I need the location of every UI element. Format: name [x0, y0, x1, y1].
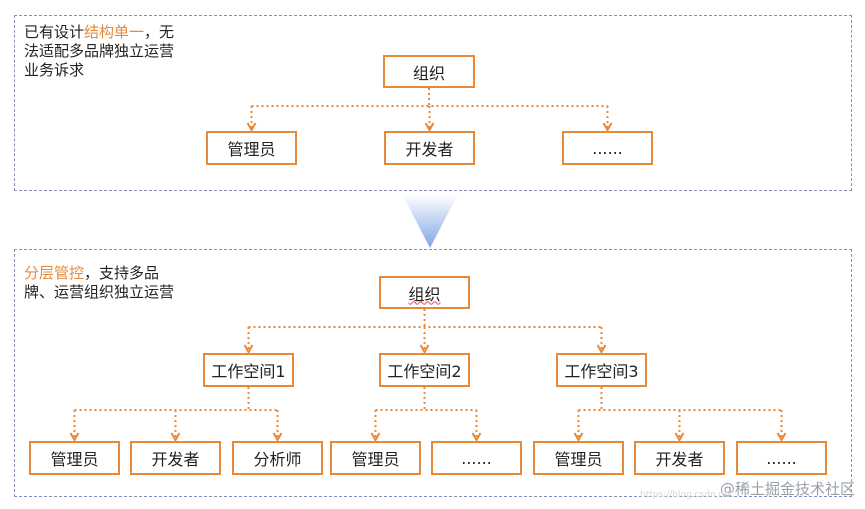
leaf-admin-2: 管理员 — [330, 441, 421, 475]
bottom-root-org: 组织 — [379, 276, 470, 309]
watermark-faint: https://blog.csdn.net — [640, 490, 734, 500]
space3-link-arrowhead-3 — [776, 432, 787, 443]
space-link-arrowhead-2 — [419, 344, 430, 355]
top-link-arrowhead-1 — [246, 122, 257, 133]
watermark-text: @稀土掘金技术社区 — [719, 480, 855, 498]
top-note-highlight: 结构单一 — [84, 23, 145, 41]
leaf-developer-1: 开发者 — [130, 441, 221, 475]
bottom-note-line2: 牌、运营组织独立运营 — [24, 283, 175, 301]
space2-link-arrowhead-2 — [471, 432, 482, 443]
space-box-1: 工作空间1 — [203, 353, 294, 387]
top-root-org: 组织 — [383, 55, 475, 88]
leaf-developer-3: 开发者 — [634, 441, 725, 475]
bottom-note-highlight: 分层管控 — [24, 264, 85, 282]
top-note-line2: 法适配多品牌独立运营 — [24, 42, 175, 60]
top-child-more: ...... — [562, 131, 653, 165]
top-note-prefix: 已有设计 — [24, 23, 85, 41]
space2-link-arrowhead-1 — [370, 432, 381, 443]
space-box-3: 工作空间3 — [556, 353, 647, 387]
space3-link-arrowhead-1 — [573, 432, 584, 443]
bottom-note-suffix: ，支持多品 — [84, 264, 160, 282]
space1-link-arrowhead-3 — [272, 432, 283, 443]
space-link-arrowhead-1 — [243, 344, 254, 355]
top-note-line3: 业务诉求 — [24, 61, 85, 79]
bottom-root-label: 组织 — [408, 284, 441, 304]
top-child-developer: 开发者 — [384, 131, 475, 165]
space-box-2: 工作空间2 — [379, 353, 470, 387]
space1-link-arrowhead-1 — [69, 432, 80, 443]
space3-link-arrowhead-2 — [674, 432, 685, 443]
top-child-admin: 管理员 — [206, 131, 297, 165]
down-arrow-icon — [402, 194, 458, 248]
top-note-suffix: ，无 — [144, 23, 175, 41]
leaf-admin-3: 管理员 — [533, 441, 624, 475]
space1-link-arrowhead-2 — [170, 432, 181, 443]
leaf-more-3: ...... — [736, 441, 827, 475]
bottom-panel — [14, 249, 852, 497]
space-link-arrowhead-3 — [596, 344, 607, 355]
bottom-note: 分层管控，支持多品 牌、运营组织独立运营 — [24, 264, 224, 302]
top-link-arrowhead-3 — [602, 122, 613, 133]
leaf-admin-1: 管理员 — [29, 441, 120, 475]
watermark: @稀土掘金技术社区 — [720, 478, 855, 499]
top-panel — [14, 15, 852, 191]
top-note: 已有设计结构单一，无 法适配多品牌独立运营 业务诉求 — [24, 23, 224, 80]
leaf-more-2: ...... — [431, 441, 522, 475]
leaf-analyst-1: 分析师 — [232, 441, 323, 475]
top-link-arrowhead-2 — [424, 122, 435, 133]
